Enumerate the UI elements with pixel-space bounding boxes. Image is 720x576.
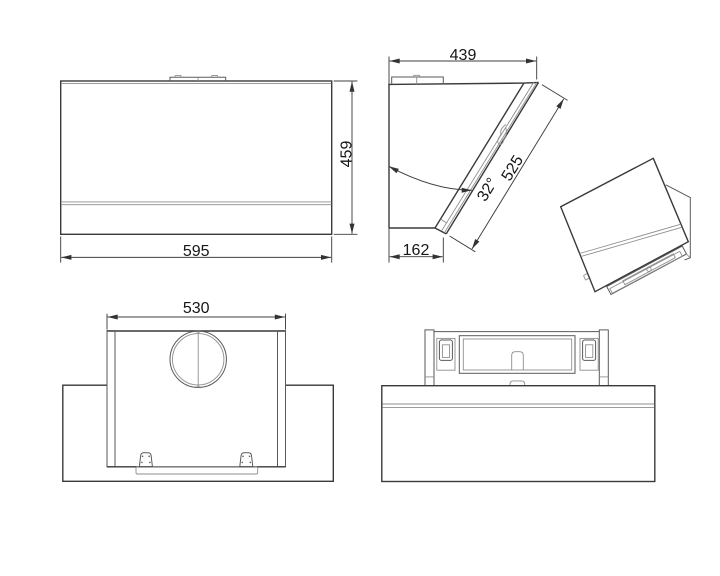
rear-view bbox=[381, 329, 656, 483]
body-mask bbox=[107, 331, 286, 467]
dimension-label-side-bottom-depth: 162 bbox=[403, 242, 430, 259]
panel-bottom-cap bbox=[434, 227, 447, 235]
angled-glass-panel bbox=[434, 81, 540, 235]
tilted-glass-panel bbox=[559, 157, 690, 293]
top-edge bbox=[388, 82, 524, 86]
side-view: 439 162 525 32° bbox=[388, 47, 568, 263]
dimension-label-glass-length: 525 bbox=[499, 153, 527, 185]
lamp-slot-right bbox=[579, 337, 599, 371]
dimension-glass-length: 525 bbox=[449, 84, 568, 253]
mounting-bar bbox=[135, 466, 259, 475]
top-view: 530 bbox=[62, 300, 334, 483]
recess-tab bbox=[511, 351, 524, 370]
underside-filter-grille bbox=[583, 245, 691, 296]
grille-latch-hole bbox=[646, 266, 652, 272]
body-box bbox=[424, 329, 609, 387]
panel-trim-tick bbox=[440, 218, 448, 224]
bottom-center-tab bbox=[509, 380, 526, 386]
lamp-slot-left bbox=[436, 337, 456, 371]
dimension-front-width: 595 bbox=[60, 236, 333, 263]
panel-top-cap bbox=[523, 81, 539, 84]
dimension-front-height: 459 bbox=[333, 80, 358, 235]
wall-bracket-side bbox=[391, 74, 444, 85]
extension-line bbox=[449, 235, 476, 253]
dimension-label-top-body-width: 530 bbox=[183, 300, 210, 317]
hood-front-outline bbox=[60, 80, 333, 236]
glass-trim-line bbox=[580, 226, 683, 257]
body-side-face bbox=[665, 184, 691, 261]
glass-panel-outline-rear bbox=[381, 385, 656, 483]
wall-bracket-front bbox=[169, 75, 227, 81]
isometric-view bbox=[559, 157, 691, 296]
exhaust-outlet bbox=[169, 330, 227, 388]
dimension-label-side-top-depth: 439 bbox=[450, 47, 477, 64]
extension-line bbox=[541, 84, 568, 101]
dimension-line bbox=[471, 98, 565, 250]
mounting-bracket-left bbox=[138, 452, 153, 468]
glass-trim-line bbox=[579, 223, 682, 254]
angle-arc bbox=[388, 165, 472, 193]
mounting-bracket-right bbox=[239, 452, 254, 468]
dimension-label-front-width: 595 bbox=[183, 243, 210, 260]
rear-vent-recess bbox=[458, 335, 576, 374]
dimension-top-body-width: 530 bbox=[106, 300, 286, 330]
dimension-label-glass-angle: 32° bbox=[474, 175, 501, 205]
dimension-side-top-depth: 439 bbox=[388, 47, 538, 85]
dimension-side-bottom-depth: 162 bbox=[388, 228, 444, 263]
dimension-label-front-height: 459 bbox=[339, 141, 356, 168]
front-view: 459 595 bbox=[60, 75, 358, 263]
